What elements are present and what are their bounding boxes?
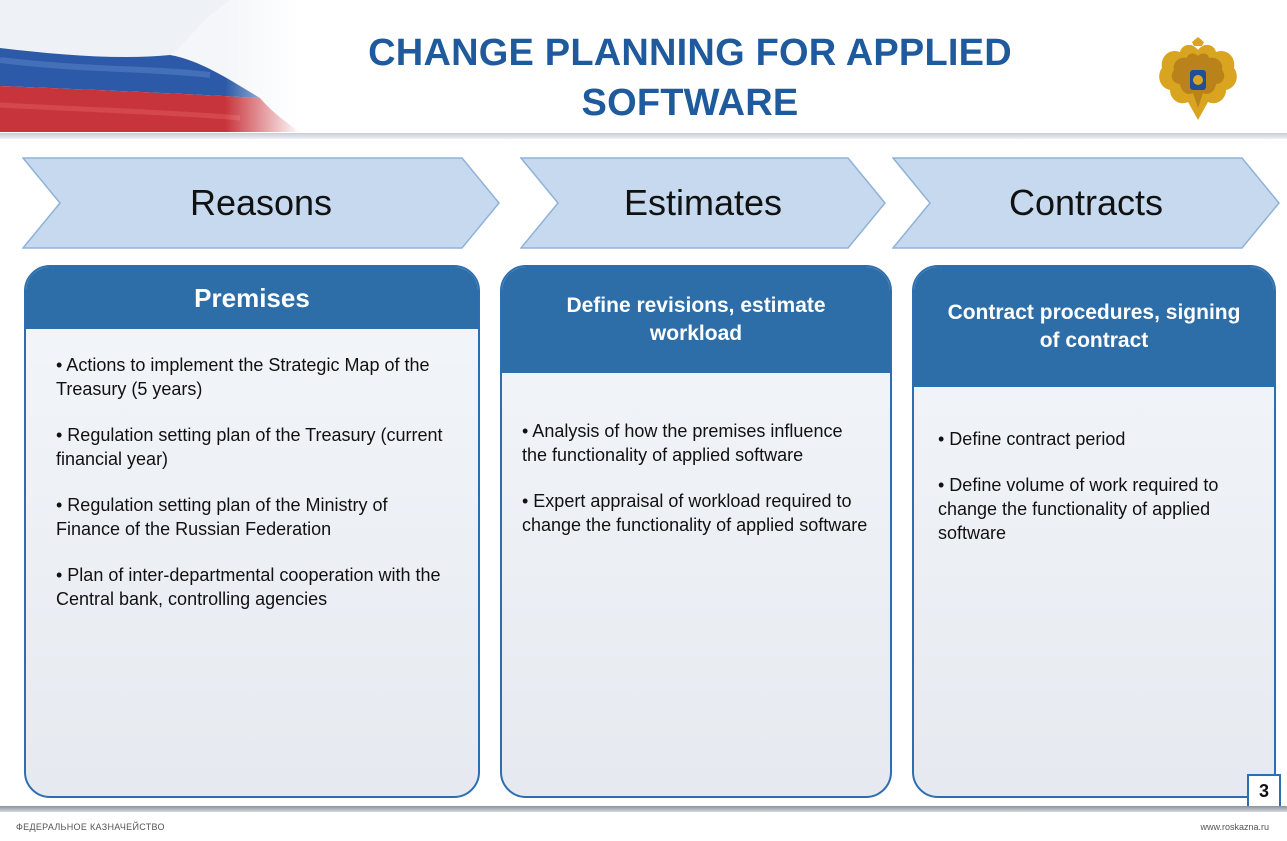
double-headed-eagle-emblem-icon <box>1152 36 1244 128</box>
footer-divider <box>0 806 1287 812</box>
panel-title-premises: Premises <box>26 267 478 329</box>
list-item: • Actions to implement the Strategic Map… <box>56 355 430 399</box>
panel-title-define-revisions: Define revisions, estimate workload <box>502 267 890 373</box>
footer-organization: ФЕДЕРАЛЬНОЕ КАЗНАЧЕЙСТВО <box>16 822 165 832</box>
stage-label-reasons: Reasons <box>189 182 333 223</box>
list-item: • Analysis of how the premises influence… <box>522 421 843 465</box>
panel-body-define-revisions: • Analysis of how the premises influence… <box>502 373 890 537</box>
page-number: 3 <box>1247 774 1281 808</box>
footer-website: www.roskazna.ru <box>1200 822 1269 832</box>
stage-label-contracts: Contracts <box>1008 182 1164 223</box>
panel-body-premises: • Actions to implement the Strategic Map… <box>26 329 478 611</box>
russian-flag-banner-icon <box>0 0 300 132</box>
stage-chevron-contracts: Contracts <box>892 157 1280 249</box>
list-item: • Define contract period <box>938 429 1126 449</box>
list-item: • Define volume of work required to chan… <box>938 475 1219 543</box>
list-item: • Regulation setting plan of the Ministr… <box>56 495 388 539</box>
panel-body-contract-procedures: • Define contract period • Define volume… <box>914 387 1274 545</box>
slide-title-line1: CHANGE PLANNING FOR APPLIED <box>368 32 1012 74</box>
panel-contract-procedures: Contract procedures, signing of contract… <box>912 265 1276 798</box>
list-item: • Plan of inter-departmental cooperation… <box>56 565 441 609</box>
slide-title: CHANGE PLANNING FOR APPLIED SOFTWARE <box>300 28 1080 128</box>
panel-premises: Premises • Actions to implement the Stra… <box>24 265 480 798</box>
stage-chevron-estimates: Estimates <box>520 157 886 249</box>
stage-label-estimates: Estimates <box>623 182 783 223</box>
stage-chevron-reasons: Reasons <box>22 157 500 249</box>
header-divider <box>0 133 1287 139</box>
list-item: • Regulation setting plan of the Treasur… <box>56 425 443 469</box>
slide-title-line2: SOFTWARE <box>581 82 799 124</box>
panel-define-revisions: Define revisions, estimate workload • An… <box>500 265 892 798</box>
list-item: • Expert appraisal of workload required … <box>522 491 868 535</box>
panel-title-contract-procedures: Contract procedures, signing of contract <box>914 267 1274 387</box>
